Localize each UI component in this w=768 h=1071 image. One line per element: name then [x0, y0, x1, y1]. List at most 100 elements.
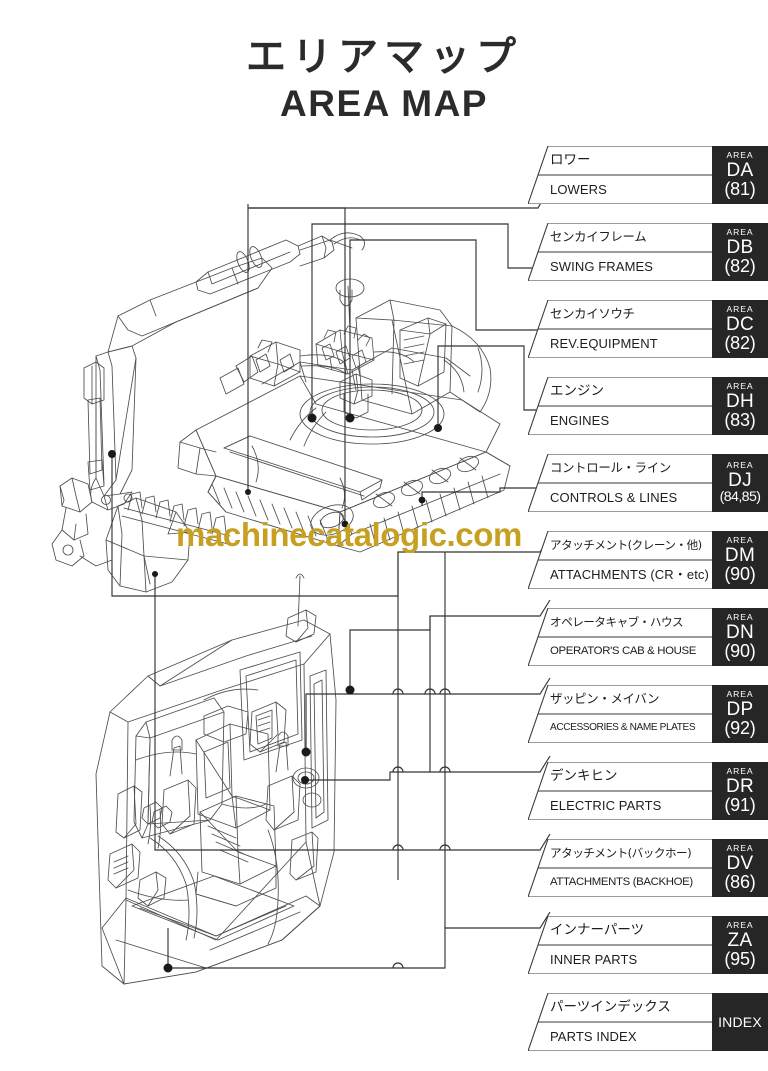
legend-label-jp: ロワー — [550, 151, 591, 168]
legend-area-code: AREA DR (91) — [712, 762, 768, 820]
area-code-id: DP — [726, 698, 754, 720]
area-caption: AREA — [726, 689, 754, 700]
legend-label-en: CONTROLS & LINES — [550, 490, 678, 505]
area-code-id: DC — [725, 313, 755, 335]
legend-label-en: ACCESSORIES & NAME PLATES — [550, 722, 696, 734]
area-code-number: (82) — [724, 333, 756, 354]
legend-list: ロワー LOWERS AREA DA (81) センカイフレーム SWING F… — [528, 146, 768, 1051]
legend-area-code: AREA ZA (95) — [712, 916, 768, 974]
legend-frame — [528, 762, 768, 820]
legend-label-jp: センカイフレーム — [550, 229, 647, 245]
area-code-id: DB — [726, 236, 754, 258]
legend-label-jp: デンキヒン — [550, 767, 618, 784]
area-code-number: (90) — [724, 641, 756, 662]
page-title: エリアマップ AREA MAP — [0, 34, 768, 125]
legend-label-jp: インナーパーツ — [550, 921, 645, 938]
area-code-number: (82) — [724, 256, 756, 277]
legend-frame — [528, 377, 768, 435]
legend-frame — [528, 223, 768, 281]
legend-area-code: AREA DJ (84,85) — [712, 454, 768, 512]
legend-label-jp: コントロール・ライン — [550, 460, 671, 476]
legend-item-za[interactable]: インナーパーツ INNER PARTS AREA ZA (95) — [528, 916, 768, 974]
legend-frame — [528, 300, 768, 358]
legend-label-jp: センカイソウチ — [550, 306, 635, 322]
area-code-id: DN — [725, 621, 755, 643]
area-code-number: (91) — [724, 795, 756, 816]
area-caption: AREA — [726, 612, 754, 623]
page-title-english: AREA MAP — [280, 83, 488, 125]
legend-item-dr[interactable]: デンキヒン ELECTRIC PARTS AREA DR (91) — [528, 762, 768, 820]
legend-item-da[interactable]: ロワー LOWERS AREA DA (81) — [528, 146, 768, 204]
legend-item-dn[interactable]: オペレータキャブ・ハウス OPERATOR'S CAB & HOUSE AREA… — [528, 608, 768, 666]
area-caption: AREA — [726, 304, 754, 315]
area-code-id: DR — [725, 775, 755, 797]
area-code-id: DH — [725, 390, 755, 412]
legend-frame — [528, 454, 768, 512]
area-code-id: DA — [726, 159, 754, 181]
legend-area-code: AREA DB (82) — [712, 223, 768, 281]
legend-frame — [528, 993, 768, 1051]
legend-frame — [528, 608, 768, 666]
leader-endpoint-dots — [108, 413, 442, 973]
legend-area-code: INDEX — [712, 993, 768, 1051]
legend-item-dc[interactable]: センカイソウチ REV.EQUIPMENT AREA DC (82) — [528, 300, 768, 358]
area-caption: AREA — [726, 150, 754, 161]
area-code-number: (84,85) — [719, 489, 761, 506]
legend-label-en: INNER PARTS — [550, 952, 638, 967]
area-caption: AREA — [726, 535, 754, 546]
legend-area-code: AREA DN (90) — [712, 608, 768, 666]
legend-label-jp: アタッチメント(バックホー) — [550, 845, 692, 860]
legend-area-code: AREA DP (92) — [712, 685, 768, 743]
page-title-japanese: エリアマップ — [246, 34, 522, 80]
area-code-number: (95) — [724, 949, 756, 970]
legend-label-jp: オペレータキャブ・ハウス — [550, 614, 684, 629]
legend-item-dm[interactable]: アタッチメント(クレーン・他) ATTACHMENTS (CR・etc) ARE… — [528, 531, 768, 589]
area-code-number: (83) — [724, 410, 756, 431]
legend-label-en: PARTS INDEX — [550, 1029, 637, 1044]
area-code-number: (92) — [724, 718, 756, 739]
area-code-id: DJ — [728, 469, 752, 491]
legend-area-code: AREA DC (82) — [712, 300, 768, 358]
legend-item-dv[interactable]: アタッチメント(バックホー) ATTACHMENTS (BACKHOE) ARE… — [528, 839, 768, 897]
legend-frame — [528, 531, 768, 589]
legend-label-en: ELECTRIC PARTS — [550, 798, 662, 813]
legend-area-code: AREA DH (83) — [712, 377, 768, 435]
legend-frame — [528, 916, 768, 974]
legend-label-en: ENGINES — [550, 413, 610, 428]
legend-frame — [528, 146, 768, 204]
area-code-id: DV — [726, 852, 754, 874]
legend-item-db[interactable]: センカイフレーム SWING FRAMES AREA DB (82) — [528, 223, 768, 281]
legend-frame — [528, 839, 768, 897]
area-code-number: (90) — [724, 564, 756, 585]
area-code-id: DM — [724, 544, 756, 566]
legend-label-en: OPERATOR'S CAB & HOUSE — [550, 644, 696, 657]
legend-label-jp: アタッチメント(クレーン・他) — [550, 537, 702, 552]
area-code-number: (81) — [724, 179, 756, 200]
legend-label-en: LOWERS — [550, 182, 607, 197]
area-caption: AREA — [726, 766, 754, 777]
legend-label-jp: エンジン — [550, 382, 604, 399]
area-code-id: ZA — [727, 929, 753, 951]
legend-area-code: AREA DV (86) — [712, 839, 768, 897]
legend-label-jp: ザッピン・メイバン — [550, 691, 660, 707]
index-label: INDEX — [718, 1014, 762, 1030]
legend-label-en: SWING FRAMES — [550, 259, 654, 274]
legend-area-code: AREA DM (90) — [712, 531, 768, 589]
legend-label-jp: パーツインデックス — [550, 998, 671, 1015]
area-code-number: (86) — [724, 872, 756, 893]
area-caption: AREA — [726, 227, 754, 238]
legend-area-code: AREA DA (81) — [712, 146, 768, 204]
area-caption: AREA — [726, 920, 754, 931]
legend-item-dp[interactable]: ザッピン・メイバン ACCESSORIES & NAME PLATES AREA… — [528, 685, 768, 743]
area-caption: AREA — [726, 381, 754, 392]
legend-item-index[interactable]: パーツインデックス PARTS INDEX INDEX — [528, 993, 768, 1051]
area-caption: AREA — [726, 460, 754, 471]
legend-item-dj[interactable]: コントロール・ライン CONTROLS & LINES AREA DJ (84,… — [528, 454, 768, 512]
legend-label-en: ATTACHMENTS (CR・etc) — [550, 567, 709, 582]
legend-frame — [528, 685, 768, 743]
legend-item-dh[interactable]: エンジン ENGINES AREA DH (83) — [528, 377, 768, 435]
legend-label-en: ATTACHMENTS (BACKHOE) — [550, 875, 693, 888]
legend-label-en: REV.EQUIPMENT — [550, 336, 658, 351]
